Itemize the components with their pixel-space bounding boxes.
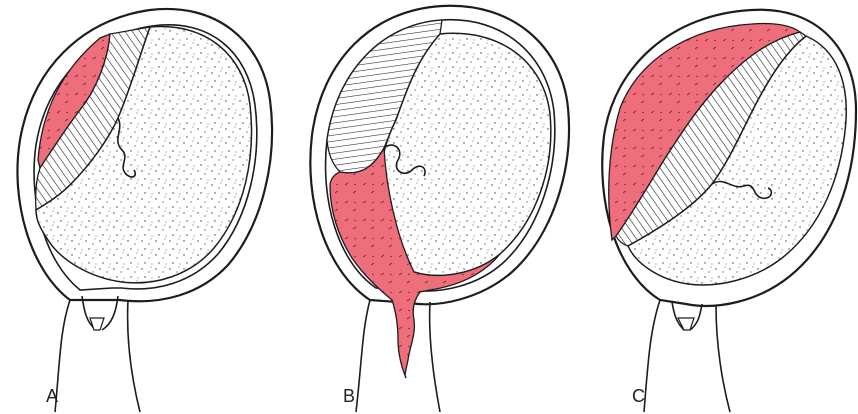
panel-label-b: B: [343, 386, 355, 407]
panel-a: [17, 9, 272, 412]
cervical-plug: [90, 318, 104, 330]
panel-label-a: A: [46, 386, 58, 407]
cervix: [55, 296, 140, 412]
panel-label-c: C: [632, 386, 645, 407]
panel-b: [310, 6, 569, 412]
panel-c: [602, 10, 856, 412]
cervix: [644, 300, 730, 412]
